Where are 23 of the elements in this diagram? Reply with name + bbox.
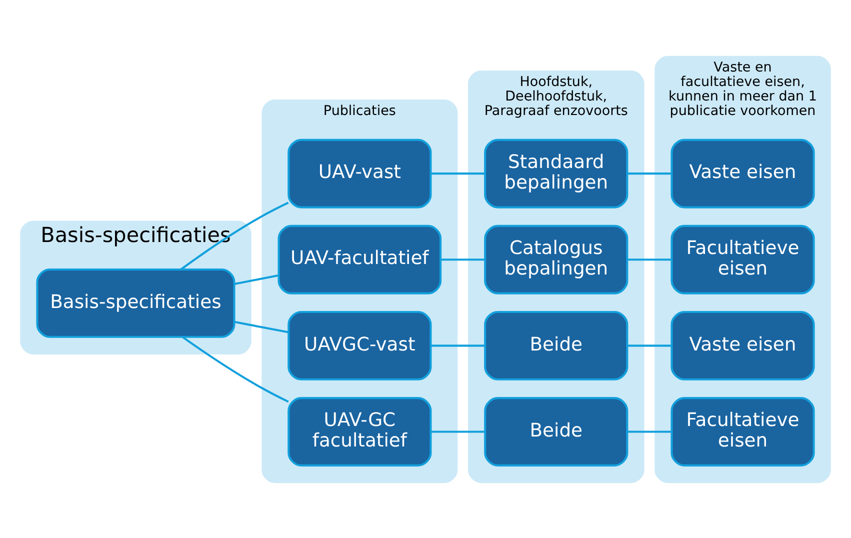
node-box: Facultatieve eisen [670, 396, 815, 466]
connector [182, 336, 289, 402]
node-box: Vaste eisen [670, 138, 815, 208]
connector [430, 172, 486, 174]
node-box: Vaste eisen [670, 310, 815, 380]
connector [627, 344, 672, 346]
node-box: Basis-specificaties [36, 268, 236, 338]
node-box: UAVGC-vast [288, 310, 432, 380]
node-box: UAV-GC facultatief [288, 396, 432, 466]
node-box: Catalogus bepalingen [484, 224, 628, 294]
connector [627, 172, 672, 174]
node-box: UAV-vast [288, 138, 432, 208]
node-box: Beide [484, 310, 628, 380]
node-box: Standaard bepalingen [484, 138, 628, 208]
connector [430, 430, 486, 432]
node-box: Beide [484, 396, 628, 466]
connector [627, 430, 672, 432]
connector [430, 344, 486, 346]
connector [440, 258, 485, 260]
connector [627, 258, 672, 260]
node-box: UAV-facultatief [278, 224, 442, 294]
connector [180, 201, 289, 270]
node-box: Facultatieve eisen [670, 224, 815, 294]
